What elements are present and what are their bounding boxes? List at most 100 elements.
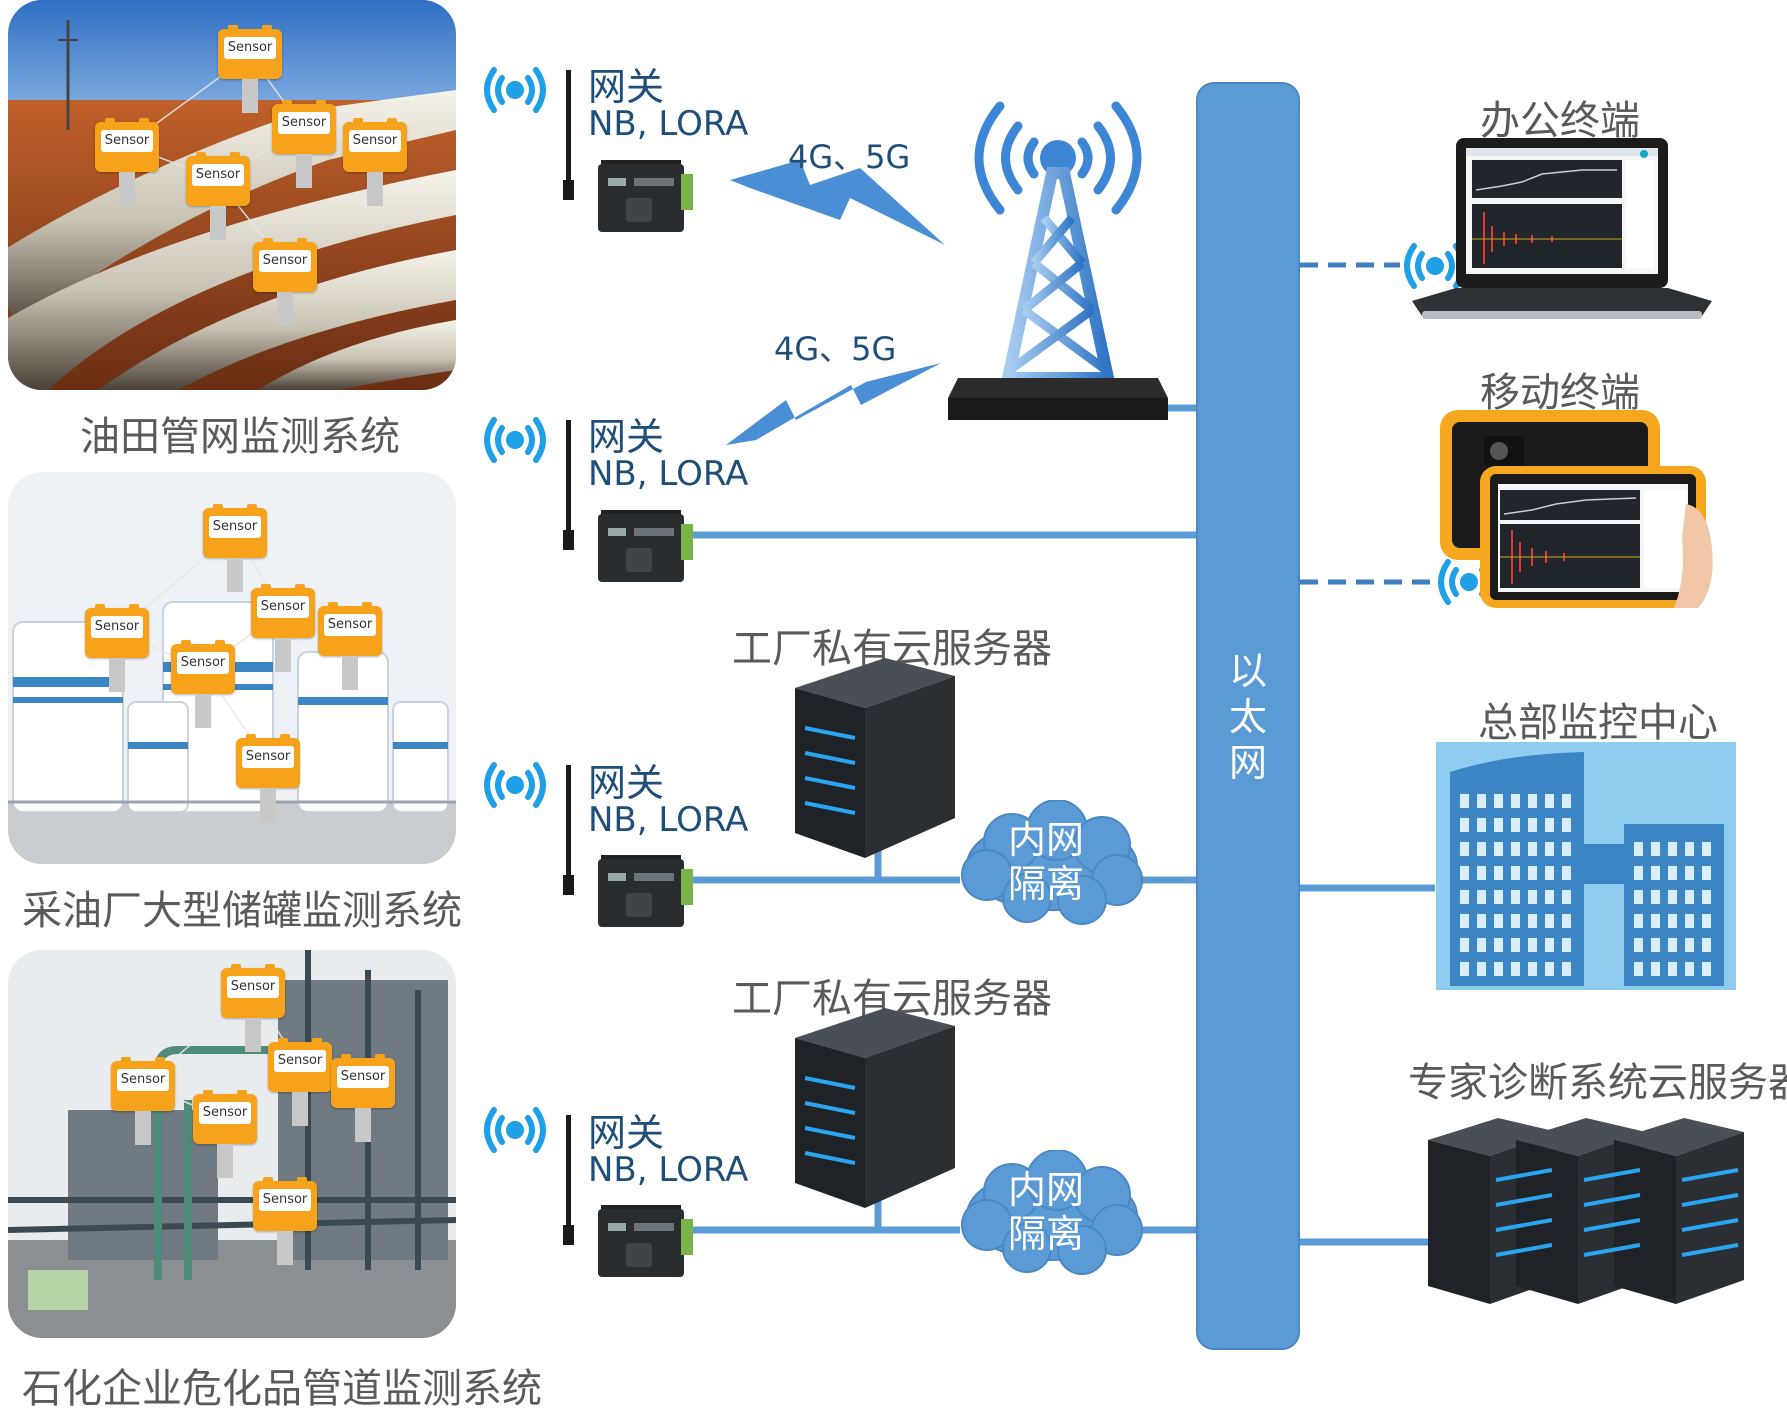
building-window [1545, 794, 1554, 808]
building-window [1494, 866, 1503, 880]
sensor-node: Sensor [318, 602, 382, 690]
ethernet-label-char: 太 [1228, 695, 1267, 739]
sensor-node: Sensor [186, 152, 250, 240]
building-window [1634, 914, 1643, 928]
building-window [1685, 842, 1694, 856]
laptop-icon [1412, 138, 1712, 319]
sensor-node: Sensor [343, 118, 407, 206]
building-window [1562, 794, 1571, 808]
building-window [1528, 818, 1537, 832]
terminal-label-mobile: 移动终端 [1480, 370, 1640, 416]
gateway-device-icon [563, 1115, 693, 1277]
building-window [1460, 794, 1469, 808]
gateway-title: 网关 [588, 1111, 665, 1155]
building-window [1528, 914, 1537, 928]
wifi-signal-icon [484, 417, 546, 463]
sensor-node: Sensor [331, 1054, 395, 1142]
building-window [1562, 842, 1571, 856]
band-label-4g5g: 4G、5G [788, 138, 911, 176]
building-window [1460, 818, 1469, 832]
building-window [1702, 842, 1711, 856]
building-window [1460, 914, 1469, 928]
building-window [1477, 962, 1486, 976]
building-window [1668, 842, 1677, 856]
system-label-petrochemical: 石化企业危化品管道监测系统 [22, 1366, 542, 1412]
building-window [1702, 938, 1711, 952]
server-icon [795, 658, 955, 858]
building-window [1562, 866, 1571, 880]
gateway-device-icon [563, 765, 693, 927]
sensor-node: Sensor [95, 118, 159, 206]
building-window [1685, 866, 1694, 880]
sensor-node: Sensor [253, 1177, 317, 1265]
sensor-node: Sensor [193, 1090, 257, 1178]
building-window [1528, 938, 1537, 952]
building-window [1511, 914, 1520, 928]
building-window [1685, 890, 1694, 904]
building-window [1477, 938, 1486, 952]
building-window [1528, 866, 1537, 880]
building-window [1460, 962, 1469, 976]
building-window [1562, 914, 1571, 928]
building-window [1545, 842, 1554, 856]
building-window [1562, 818, 1571, 832]
building-window [1494, 962, 1503, 976]
building-window [1460, 842, 1469, 856]
building-window [1702, 914, 1711, 928]
gateway-protocol: NB, LORA [588, 1150, 749, 1190]
lightning-link-icon [730, 160, 945, 245]
building-window [1494, 914, 1503, 928]
building-window [1562, 938, 1571, 952]
sensor-node: Sensor [203, 504, 267, 592]
sensor-node: Sensor [171, 640, 235, 728]
server-icon [795, 1008, 955, 1208]
building-window [1494, 938, 1503, 952]
building-window [1651, 962, 1660, 976]
building-window [1634, 842, 1643, 856]
building-window [1651, 914, 1660, 928]
wifi-signal-icon [484, 1107, 546, 1153]
lightning-link-icon [726, 363, 941, 445]
system-label-tank: 采油厂大型储罐监测系统 [22, 888, 462, 934]
cloud-text-line2: 隔离 [1007, 862, 1084, 906]
building-window [1668, 914, 1677, 928]
building-window [1511, 794, 1520, 808]
building-window [1511, 842, 1520, 856]
building-window [1545, 818, 1554, 832]
sensor-node: Sensor [221, 964, 285, 1052]
cloud-text-line1: 内网 [1007, 1168, 1084, 1212]
gateway-protocol: NB, LORA [588, 104, 749, 144]
building-window [1545, 866, 1554, 880]
gateway-device-icon [563, 420, 693, 582]
building-windows [1460, 794, 1711, 976]
terminal-label-expert: 专家诊断系统云服务器 [1408, 1060, 1787, 1106]
ethernet-bus [1196, 82, 1300, 1350]
terminal-label-hq: 总部监控中心 [1478, 700, 1718, 746]
building-window [1634, 938, 1643, 952]
building-window [1477, 842, 1486, 856]
gateway-title: 网关 [588, 761, 665, 805]
building-window [1651, 938, 1660, 952]
building-window [1545, 914, 1554, 928]
building-window [1460, 890, 1469, 904]
building-window [1528, 962, 1537, 976]
building-window [1668, 890, 1677, 904]
sensor-node: Sensor [111, 1057, 175, 1145]
building-window [1460, 938, 1469, 952]
building-window [1511, 938, 1520, 952]
building-window [1562, 962, 1571, 976]
building-window [1562, 890, 1571, 904]
building-window [1460, 866, 1469, 880]
gateway-device-icon [563, 70, 693, 232]
building-window [1651, 866, 1660, 880]
wifi-signal-icon [484, 67, 546, 113]
building-window [1494, 842, 1503, 856]
sensor-node: Sensor [236, 734, 300, 822]
building-window [1668, 962, 1677, 976]
building-window [1651, 890, 1660, 904]
building-window [1685, 962, 1694, 976]
building-window [1702, 866, 1711, 880]
building-window [1528, 890, 1537, 904]
building-window [1545, 890, 1554, 904]
